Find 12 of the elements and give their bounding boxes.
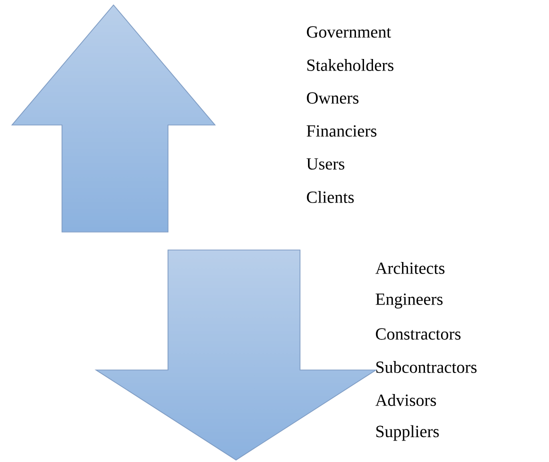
list-item: Owners (306, 92, 358, 104)
list-item: Stakeholders (307, 59, 394, 71)
list-item: Users (306, 158, 344, 170)
list-item: Architects (375, 262, 444, 274)
list-item: Engineers (376, 294, 443, 308)
list-item: Constractors (376, 328, 461, 340)
list-item: Financiers (306, 125, 376, 137)
list-item: Advisors (375, 394, 436, 406)
list-item: Suppliers (376, 425, 439, 441)
list-item: Government (306, 26, 392, 38)
list-item: Subcontractors (376, 361, 477, 373)
list-item: Clients (306, 191, 354, 203)
